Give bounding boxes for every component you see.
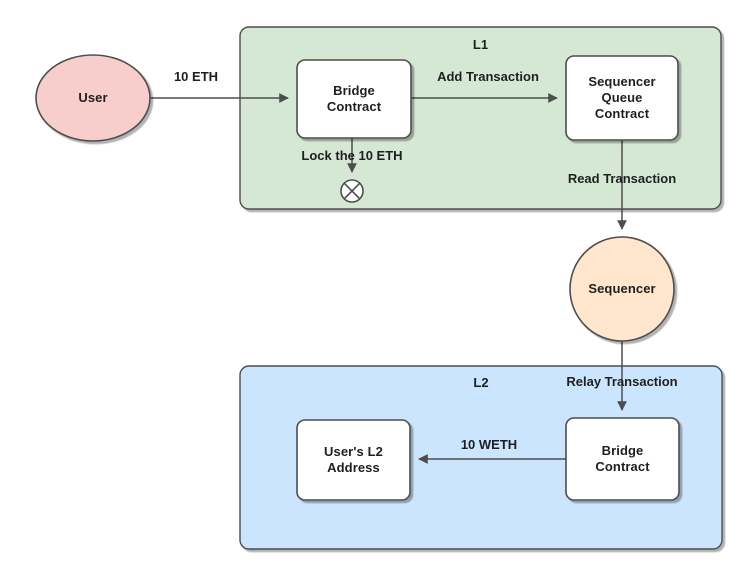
node-sequencer-queue-contract[interactable] <box>565 55 679 141</box>
users-l2-address-hit-target[interactable] <box>297 420 410 500</box>
x-cross-icon <box>343 182 361 200</box>
l2-bridge-contract-hit-target[interactable] <box>566 418 679 500</box>
node-user[interactable] <box>35 54 151 142</box>
l2-container-shape[interactable] <box>239 365 723 550</box>
sequencer-queue-contract-shape[interactable] <box>565 55 679 141</box>
lock-vault-hit-target[interactable] <box>341 180 363 202</box>
users-l2-address-shape[interactable] <box>296 419 411 501</box>
sequencer-node-hit-target[interactable] <box>570 237 674 341</box>
node-l1-bridge-contract[interactable] <box>296 59 412 139</box>
user-shape[interactable] <box>35 54 151 142</box>
l1-bridge-contract-shape[interactable] <box>296 59 412 139</box>
sequencer-shape[interactable] <box>569 236 675 342</box>
l1-bridge-contract-hit-target[interactable] <box>297 60 411 138</box>
node-sequencer[interactable] <box>569 236 675 342</box>
user-node-hit-target[interactable] <box>36 55 150 141</box>
group-l2[interactable] <box>239 365 723 550</box>
lock-vault-icon[interactable] <box>340 179 364 203</box>
l2-bridge-contract-shape[interactable] <box>565 417 680 501</box>
node-l2-bridge-contract[interactable] <box>565 417 680 501</box>
sequencer-queue-contract-hit-target[interactable] <box>566 56 678 140</box>
node-users-l2-address[interactable] <box>296 419 411 501</box>
